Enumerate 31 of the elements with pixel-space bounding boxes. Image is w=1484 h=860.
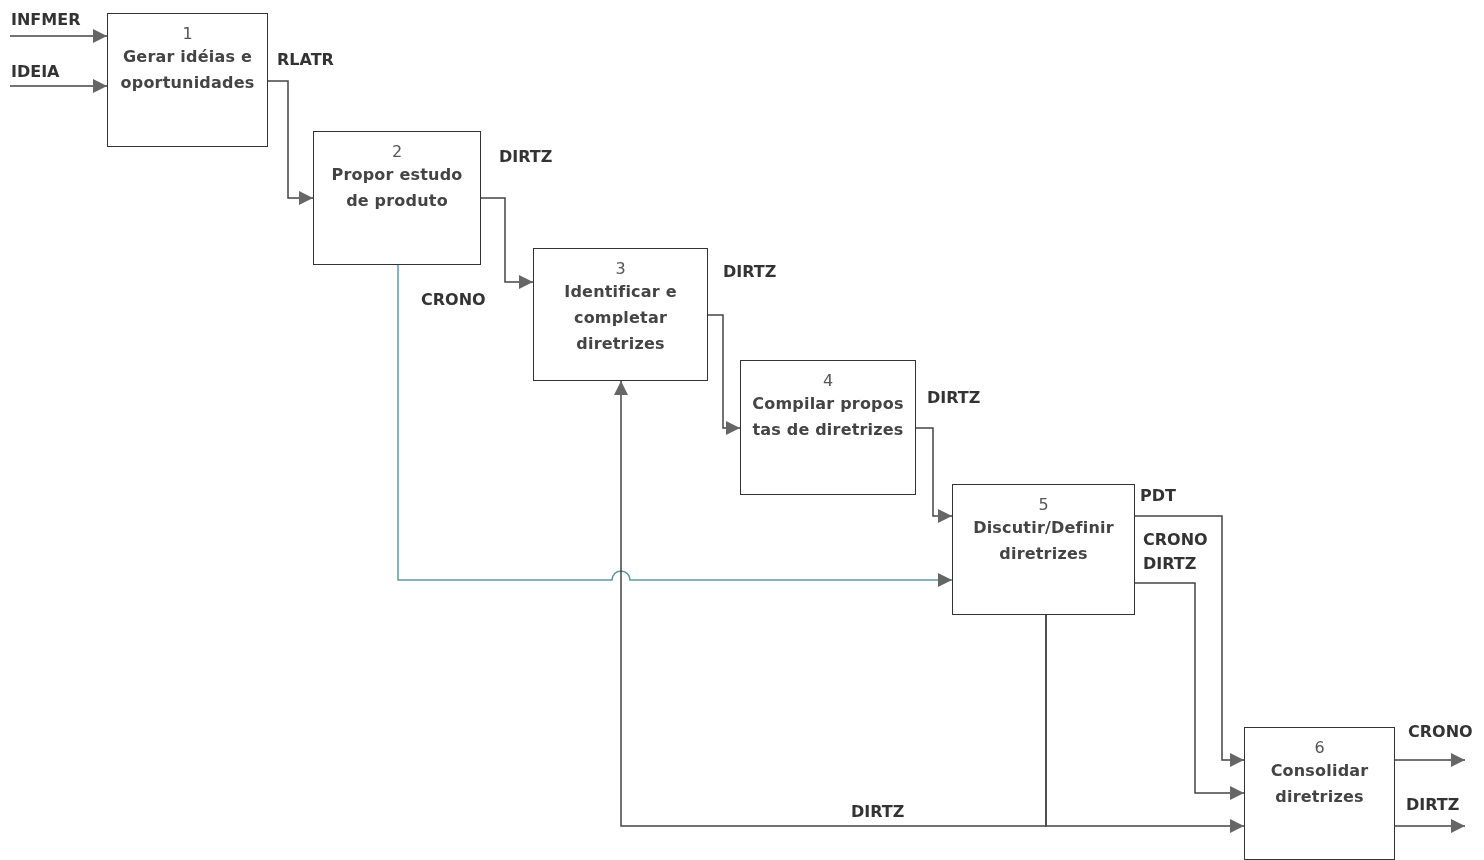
- arrow: [480, 197, 534, 289]
- arrow: [1045, 614, 1245, 833]
- arrow: [1394, 753, 1466, 767]
- box-number: 4: [822, 371, 834, 391]
- arrow: [614, 380, 1047, 827]
- box-number: 3: [615, 259, 626, 279]
- box-label: Discutir/Definir diretrizes: [972, 517, 1115, 565]
- box-label: Compilar propos tas de diretrizes: [751, 393, 905, 441]
- process-box: [107, 13, 268, 147]
- arrow: [9, 29, 108, 43]
- box-label: Propor estudo de produto: [330, 164, 464, 212]
- process-box: [533, 248, 708, 381]
- box-number: 6: [1314, 738, 1325, 758]
- arrow: [267, 80, 314, 205]
- arrow: [1394, 819, 1466, 833]
- box-label: Identificar e completar diretrizes: [563, 281, 678, 355]
- box-label: Gerar idéias e oportunidades: [119, 46, 256, 94]
- arrow: [397, 264, 953, 587]
- arrow: [9, 79, 108, 93]
- box-number: 2: [391, 142, 403, 162]
- box-label: Consolidar diretrizes: [1269, 760, 1370, 808]
- arrow: [915, 427, 953, 523]
- box-number: 1: [182, 24, 193, 44]
- process-box: [952, 484, 1135, 615]
- process-box: [740, 360, 916, 495]
- process-box: [313, 131, 481, 265]
- process-box: [1244, 727, 1395, 860]
- arrow: [1134, 582, 1245, 800]
- arrow: [1134, 515, 1245, 767]
- box-number: 5: [1038, 495, 1049, 515]
- arrow: [707, 314, 741, 435]
